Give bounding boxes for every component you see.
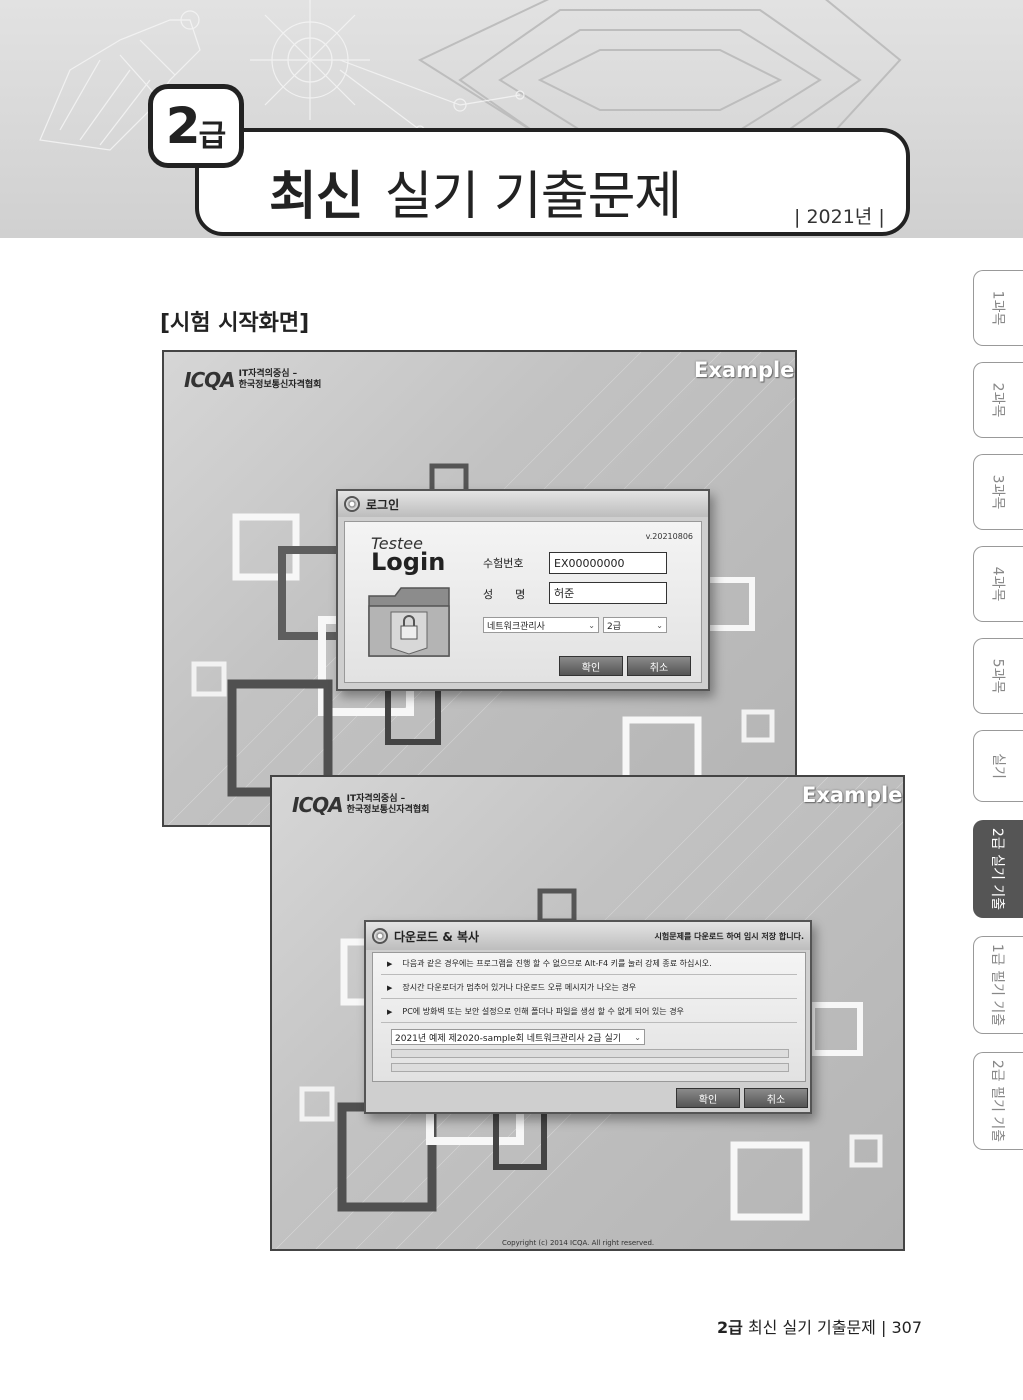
progress-bar-1 xyxy=(391,1049,789,1058)
chevron-down-icon: ⌄ xyxy=(656,620,663,630)
icqa-logo: ICQA IT자격의중심 –한국정보통신자격협회 xyxy=(292,793,429,817)
copyright-text: Copyright (c) 2014 ICQA. All right reser… xyxy=(502,1239,655,1247)
download-note: 시험문제를 다운로드 하여 임시 저장 합니다. xyxy=(654,931,804,941)
section-title: [시험 시작화면] xyxy=(160,311,310,336)
logo-mark: ICQA xyxy=(184,368,236,392)
grade-number: 2 xyxy=(165,97,201,155)
login-dialog: 로그인 v.20210806 Testee Login 수험번호 EX00000… xyxy=(336,489,710,691)
chapter-title-box: 최신 실기 기출문제 | 2021년 | xyxy=(195,128,910,236)
chapter-title-bold: 최신 xyxy=(269,167,364,227)
example-watermark: Example xyxy=(694,358,795,382)
example-watermark: Example xyxy=(802,783,903,807)
chapter-title-rest: 실기 기출문제 xyxy=(384,167,683,227)
arrow-right-icon: ▶ xyxy=(387,983,393,992)
side-tab-4[interactable]: 4과목 xyxy=(973,546,1023,622)
notice-row: ▶PC에 방화벽 또는 보안 설정으로 인해 폴더나 파일을 생성 할 수 없게… xyxy=(381,1001,797,1023)
download-titlebar: 다운로드 & 복사 시험문제를 다운로드 하여 임시 저장 합니다. xyxy=(366,922,810,950)
arrow-right-icon: ▶ xyxy=(387,959,393,968)
grade-select[interactable]: 2급⌄ xyxy=(603,617,667,633)
subject-select[interactable]: 네트워크관리사⌄ xyxy=(483,617,599,633)
login-cancel-button[interactable]: 취소 xyxy=(627,656,691,676)
side-tab-grade2-practical[interactable]: 2급 실기 기출 xyxy=(973,820,1023,918)
logo-text: IT자격의중심 –한국정보통신자격협회 xyxy=(346,794,430,815)
download-title: 다운로드 & 복사 xyxy=(394,929,480,944)
page-number: | 307 xyxy=(880,1318,922,1337)
login-titlebar: 로그인 xyxy=(338,491,708,517)
side-tab-3[interactable]: 3과목 xyxy=(973,454,1023,530)
side-tab-grade2-written[interactable]: 2급 필기 기출 xyxy=(973,1052,1023,1150)
login-screenshot: ICQA IT자격의중심 –한국정보통신자격협회 Example 로그인 v.2… xyxy=(162,350,797,827)
login-body: v.20210806 Testee Login 수험번호 EX00000000 … xyxy=(344,521,702,683)
icqa-logo: ICQA IT자격의중심 –한국정보통신자격협회 xyxy=(184,368,321,392)
disc-icon xyxy=(344,496,360,512)
download-dialog: 다운로드 & 복사 시험문제를 다운로드 하여 임시 저장 합니다. ▶다음과 … xyxy=(364,920,812,1114)
grade-suffix: 급 xyxy=(198,119,227,154)
brand-big: Login xyxy=(371,548,446,576)
footer-grade: 2급 xyxy=(717,1318,743,1337)
side-tab-5[interactable]: 5과목 xyxy=(973,638,1023,714)
brand-small: Testee xyxy=(371,534,423,553)
logo-mark: ICQA xyxy=(292,793,344,817)
chapter-year: | 2021년 | xyxy=(794,206,885,228)
disc-icon xyxy=(372,928,388,944)
download-cancel-button[interactable]: 취소 xyxy=(744,1088,808,1108)
grade-badge: 2 급 xyxy=(148,84,244,168)
exam-number-input[interactable]: EX00000000 xyxy=(549,552,667,574)
version-label: v.20210806 xyxy=(645,532,693,541)
name-input[interactable]: 허준 xyxy=(549,582,667,604)
footer-title: 최신 실기 기출문제 xyxy=(747,1318,876,1337)
side-tab-2[interactable]: 2과목 xyxy=(973,362,1023,438)
notice-row: ▶장시간 다운로더가 멈추어 있거나 다운로드 오류 메시지가 나오는 경우 xyxy=(381,977,797,999)
download-body: ▶다음과 같은 경우에는 프로그램을 진행 할 수 없으므로 Alt-F4 키를… xyxy=(372,952,806,1082)
login-title: 로그인 xyxy=(366,497,400,512)
side-tab-1[interactable]: 1과목 xyxy=(973,270,1023,346)
chevron-down-icon: ⌄ xyxy=(634,1032,641,1042)
download-screenshot: ICQA IT자격의중심 –한국정보통신자격협회 Example 다운로드 & … xyxy=(270,775,905,1251)
page-footer: 2급 최신 실기 기출문제 | 307 xyxy=(717,1314,922,1338)
arrow-right-icon: ▶ xyxy=(387,1007,393,1016)
notice-row: ▶다음과 같은 경우에는 프로그램을 진행 할 수 없으므로 Alt-F4 키를… xyxy=(381,953,797,975)
folder-lock-icon xyxy=(368,587,450,657)
exam-select[interactable]: 2021년 예제 제2020-sample회 네트워크관리사 2급 실기⌄ xyxy=(391,1029,645,1045)
side-tab-grade1-written[interactable]: 1급 필기 기출 xyxy=(973,936,1023,1034)
progress-bar-2 xyxy=(391,1063,789,1072)
chevron-down-icon: ⌄ xyxy=(588,620,595,630)
login-ok-button[interactable]: 확인 xyxy=(559,656,623,676)
logo-text: IT자격의중심 –한국정보통신자격협회 xyxy=(238,369,322,390)
side-tab-practical[interactable]: 실기 xyxy=(973,730,1023,802)
download-ok-button[interactable]: 확인 xyxy=(676,1088,740,1108)
exam-number-label: 수험번호 xyxy=(483,557,524,570)
chapter-title: 최신 실기 기출문제 xyxy=(269,154,683,229)
name-label: 성 명 xyxy=(483,588,526,601)
